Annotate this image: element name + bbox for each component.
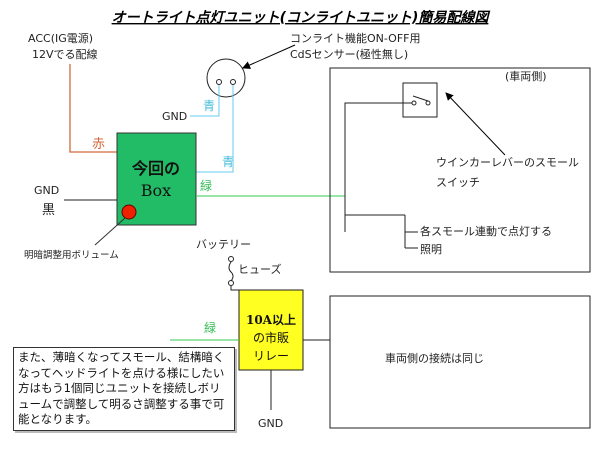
- note-box: また、薄暗くなってスモール、結構暗くなってヘッドライトを点ける様にしたい方はもう…: [13, 347, 235, 431]
- cds-sensor-icon: [206, 58, 246, 98]
- switch-box: [402, 82, 438, 118]
- blue-wire-label-2: 青: [222, 155, 234, 169]
- switch-label: ウインカーレバーのスモール: [436, 156, 579, 169]
- blue-wire-box: [196, 85, 234, 173]
- red-wire: [69, 64, 117, 153]
- lamp-label-2: 照明: [420, 243, 442, 256]
- green-wire-label-2: 緑: [204, 320, 216, 335]
- vehicle-box: [329, 67, 591, 273]
- lamp-label: 各スモール連動で点灯する: [420, 224, 552, 238]
- switch-label-2: スイッチ: [436, 176, 480, 189]
- unit-box-label: 今回の: [131, 159, 180, 178]
- vehicle-box-2: [329, 295, 591, 429]
- black-wire-label: 黒: [42, 203, 55, 218]
- vehicle-label: (車両側): [505, 69, 547, 83]
- unit-box-label-2: Box: [141, 181, 171, 200]
- relay-label: 10A以上: [246, 312, 296, 327]
- relay-label-2: の市販: [253, 330, 289, 345]
- relay-gnd-label: GND: [258, 417, 283, 430]
- acc-label: ACC(IG電源): [28, 31, 93, 45]
- fuse-label: ヒューズ: [238, 262, 281, 276]
- switch-icon: [411, 100, 417, 106]
- diagram-title: オートライト点灯ユニット(コンライトユニット)簡易配線図: [112, 9, 491, 26]
- sensor-label-2: CdSセンサー(極性無し): [290, 47, 408, 61]
- blue-wire-label-1: 青: [203, 99, 215, 113]
- sensor-label: コンライト機能ON-OFF用: [290, 31, 420, 45]
- switch-arrow: [445, 92, 506, 156]
- sensor-gnd-label: GND: [162, 110, 187, 123]
- vehicle-2-label: 車両側の接続は同じ: [385, 351, 484, 365]
- volume-label: 明暗調整用ボリューム: [24, 249, 119, 261]
- volume-knob-icon: [121, 204, 137, 220]
- blue-wire-gnd: [190, 85, 220, 117]
- gnd-left-label: GND: [34, 184, 59, 197]
- battery-label: バッテリー: [196, 238, 251, 251]
- relay-box: [238, 289, 304, 371]
- fuse-icon: [228, 256, 234, 262]
- acc-label-2: 12Vでる配線: [32, 47, 98, 61]
- volume-leader: [94, 217, 126, 246]
- green-wire-label-1: 緑: [200, 178, 212, 193]
- relay-label-3: リレー: [253, 349, 289, 363]
- red-wire-label: 赤: [92, 137, 105, 152]
- sensor-arrow: [242, 44, 296, 69]
